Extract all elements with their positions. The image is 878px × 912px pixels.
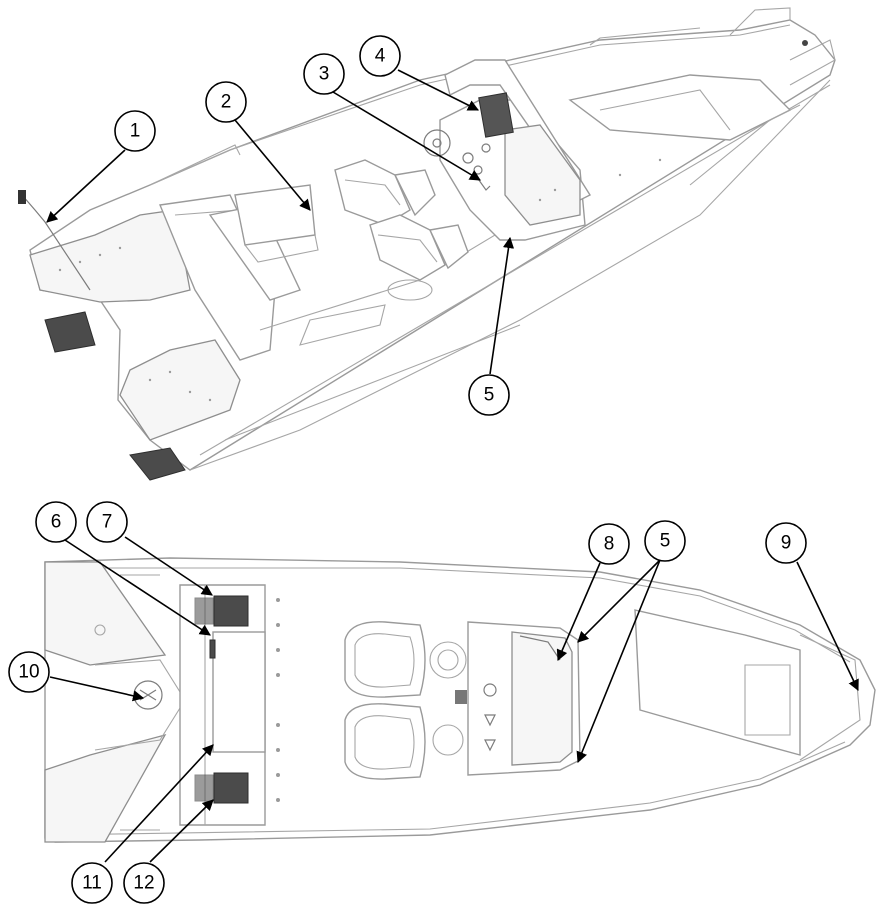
callout-10: 10 xyxy=(8,651,50,693)
svg-text:9: 9 xyxy=(781,533,792,554)
deck-rivets xyxy=(58,158,662,402)
trim-tab-right xyxy=(129,447,186,481)
pad-lower xyxy=(213,772,249,804)
svg-text:12: 12 xyxy=(133,873,154,894)
callout-12: 12 xyxy=(123,862,165,904)
callout-7: 7 xyxy=(86,501,128,543)
pad-upper xyxy=(213,595,249,627)
callout-4: 4 xyxy=(359,35,401,77)
boat-top-view xyxy=(44,557,876,843)
svg-text:8: 8 xyxy=(604,534,615,555)
svg-text:2: 2 xyxy=(221,92,232,113)
rear-deck-right xyxy=(119,339,241,441)
trim-tab-left xyxy=(44,311,96,353)
console-topdown xyxy=(455,621,581,776)
callout-6: 6 xyxy=(35,501,77,543)
svg-text:5: 5 xyxy=(660,531,671,552)
bow-topdown xyxy=(634,609,801,756)
svg-text:1: 1 xyxy=(130,121,141,142)
svg-text:4: 4 xyxy=(375,46,386,67)
callout-8: 8 xyxy=(588,523,630,565)
svg-text:3: 3 xyxy=(319,64,330,85)
svg-text:7: 7 xyxy=(102,512,113,533)
storage-box xyxy=(234,184,316,246)
callout-11: 11 xyxy=(71,862,113,904)
svg-text:5: 5 xyxy=(484,385,495,406)
rear-deck-left xyxy=(29,209,191,303)
callout-leaders xyxy=(46,69,859,863)
display-screen xyxy=(478,92,514,138)
transom-plate-bottom xyxy=(44,733,167,843)
steering-wheel xyxy=(423,129,451,157)
boat-perspective-view xyxy=(18,7,836,481)
helm-seats xyxy=(334,159,469,301)
callout-5-top: 5 xyxy=(468,374,510,416)
callout-9: 9 xyxy=(765,522,807,564)
svg-text:10: 10 xyxy=(18,662,39,683)
callout-2: 2 xyxy=(205,81,247,123)
callout-5-bottom: 5 xyxy=(644,520,686,562)
svg-text:11: 11 xyxy=(82,873,102,894)
seats-topdown xyxy=(344,621,467,780)
callout-3: 3 xyxy=(303,53,345,95)
antenna xyxy=(21,194,91,291)
svg-text:6: 6 xyxy=(51,512,62,533)
transom-plate-top xyxy=(44,561,167,666)
rivet-column xyxy=(276,598,280,802)
callout-1: 1 xyxy=(114,110,156,152)
helm-console xyxy=(423,59,592,241)
